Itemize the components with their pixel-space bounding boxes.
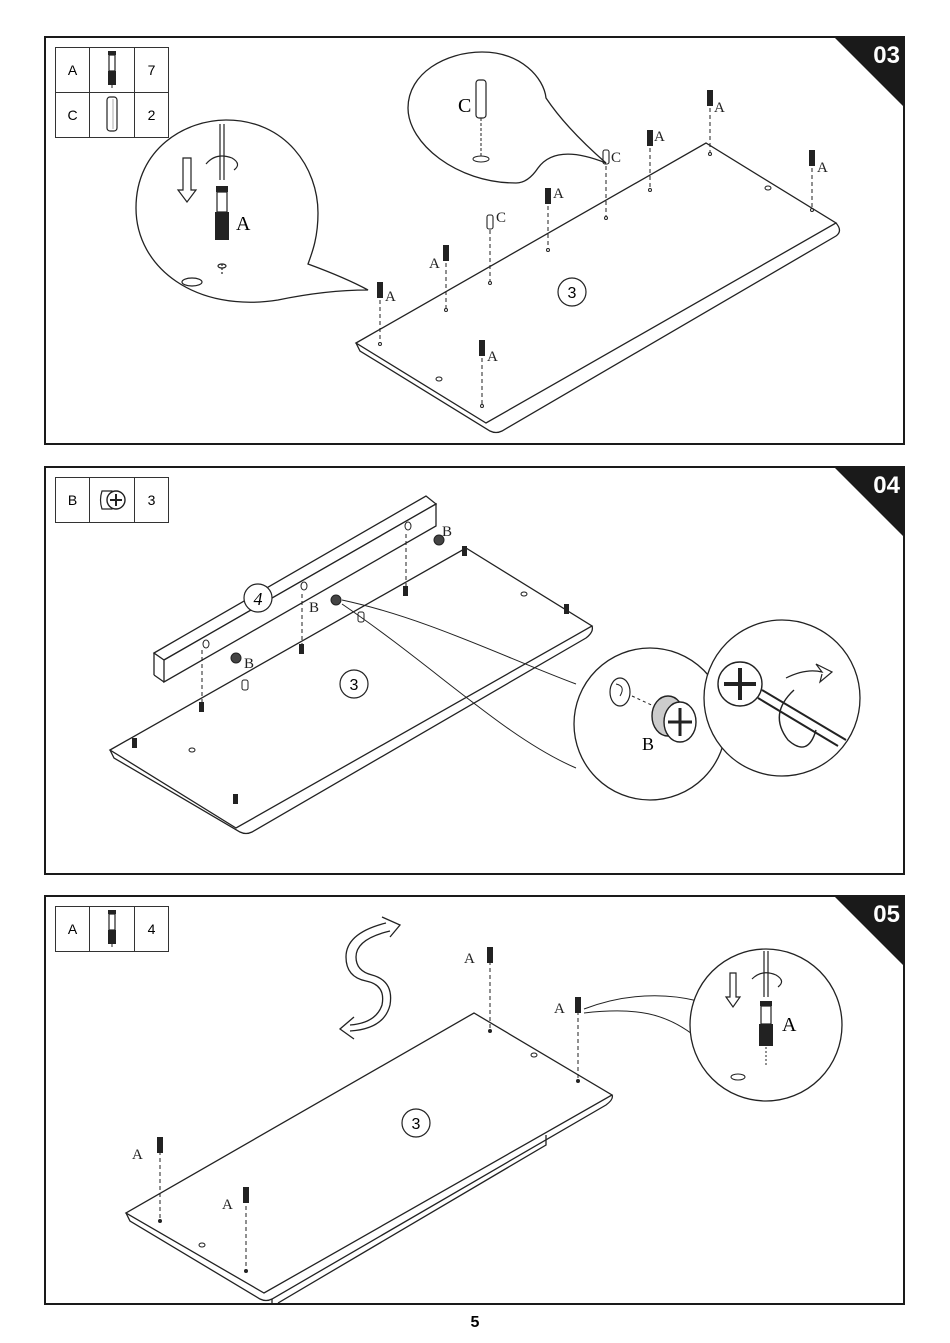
label-a: A [782, 1014, 797, 1036]
assembly-drawing: B B B 4 3 B [46, 468, 903, 873]
label-b: B [244, 656, 254, 672]
panel-number: 3 [350, 677, 359, 694]
label-a: A [714, 100, 725, 116]
detail-bubble-bolt [136, 120, 368, 302]
label-a: A [553, 186, 564, 202]
label-a: A [222, 1197, 233, 1213]
label-a: A [132, 1147, 143, 1163]
label-a: A [236, 213, 251, 235]
label-a: A [654, 129, 665, 145]
panel-number: 3 [412, 1116, 421, 1133]
label-c: C [611, 150, 621, 166]
label-b: B [642, 734, 654, 754]
step-04-panel: 04 B 3 [44, 466, 905, 875]
label-a: A [385, 289, 396, 305]
rail-number: 4 [254, 589, 263, 609]
label-a: A [554, 1001, 565, 1017]
label-a: A [487, 349, 498, 365]
assembly-drawing: A A A A 3 A [46, 897, 903, 1303]
label-a: A [429, 256, 440, 272]
label-c: C [496, 210, 506, 226]
step-03-panel: 03 A 7 C 2 [44, 36, 905, 445]
label-a: A [817, 160, 828, 176]
label-b: B [442, 524, 452, 540]
step-05-panel: 05 A 4 [44, 895, 905, 1305]
label-c: C [458, 95, 471, 117]
board-panel-3 [126, 1013, 612, 1303]
detail-bubble-dowel [408, 52, 606, 183]
label-b: B [309, 600, 319, 616]
label-a: A [464, 951, 475, 967]
assembly-drawing: A A A A A A A C C 3 [46, 38, 903, 443]
detail-bubble-camlock [574, 648, 726, 800]
flip-over-icon [340, 917, 400, 1039]
page-number: 5 [0, 1314, 950, 1332]
panel-number: 3 [568, 285, 577, 302]
